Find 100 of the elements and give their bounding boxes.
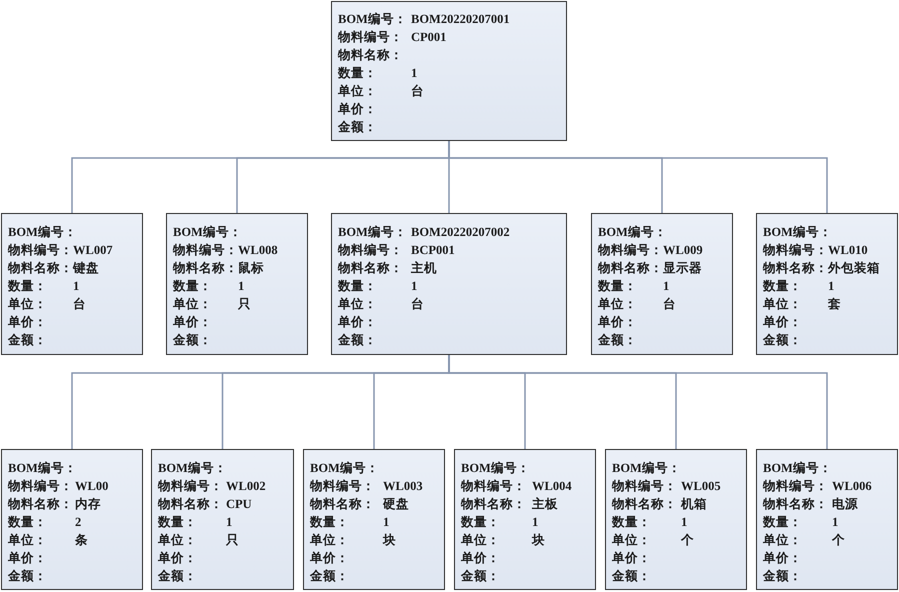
- field-label: 物料编号：: [173, 242, 238, 259]
- field-label: 物料名称：: [338, 47, 403, 64]
- field-label: 单价：: [612, 550, 651, 567]
- field-value: BOM20220207002: [411, 224, 510, 241]
- field-value: 1: [226, 514, 232, 531]
- field-label: 物料编号：: [461, 478, 526, 495]
- field-value: WL009: [663, 242, 703, 259]
- field-label: 金额：: [612, 568, 651, 585]
- field-label: BOM编号：: [173, 224, 242, 241]
- field-value: 1: [411, 278, 418, 295]
- field-label: 单位：: [338, 296, 377, 313]
- record-box: [1, 213, 143, 355]
- field-value: 块: [383, 532, 396, 549]
- field-value: 1: [383, 514, 390, 531]
- field-label: 数量：: [461, 514, 500, 531]
- field-label: 单位：: [8, 532, 47, 549]
- field-value: WL007: [73, 242, 113, 259]
- field-label: 金额：: [8, 568, 47, 585]
- field-value: 内存: [75, 496, 101, 513]
- field-value: 主板: [532, 496, 558, 513]
- field-label: 数量：: [8, 514, 47, 531]
- field-label: 物料编号：: [763, 242, 828, 259]
- field-value: CPU: [226, 496, 252, 513]
- field-value: 1: [832, 514, 838, 531]
- field-label: 物料编号：: [338, 242, 403, 259]
- field-label: 单位：: [173, 296, 212, 313]
- field-label: 金额：: [461, 568, 500, 585]
- field-label: 物料名称：: [173, 260, 238, 277]
- field-value: 鼠标: [238, 260, 264, 277]
- field-label: 单价：: [763, 314, 802, 331]
- field-label: BOM编号：: [763, 460, 832, 477]
- field-label: BOM编号：: [598, 224, 667, 241]
- field-value: 1: [532, 514, 538, 531]
- field-value: WL008: [238, 242, 278, 259]
- field-label: 物料名称：: [763, 260, 828, 277]
- field-value: WL010: [828, 242, 868, 259]
- field-label: 物料名称：: [598, 260, 663, 277]
- field-value: 机箱: [681, 496, 707, 513]
- field-label: 数量：: [310, 514, 349, 531]
- field-value: 外包装箱: [828, 260, 880, 277]
- field-value: 个: [832, 532, 845, 549]
- field-label: 数量：: [763, 278, 802, 295]
- field-value: BCP001: [411, 242, 455, 259]
- field-label: 物料名称：: [8, 496, 73, 513]
- field-label: 单位：: [338, 83, 377, 100]
- field-label: 物料编号：: [763, 478, 828, 495]
- field-value: 块: [532, 532, 545, 549]
- field-value: WL00: [75, 478, 108, 495]
- field-label: 物料名称：: [158, 496, 223, 513]
- field-label: 数量：: [598, 278, 637, 295]
- field-value: 1: [73, 278, 80, 295]
- field-label: BOM编号：: [310, 460, 379, 477]
- field-label: BOM编号：: [8, 224, 77, 241]
- field-value: 显示器: [663, 260, 702, 277]
- field-label: 金额：: [158, 568, 197, 585]
- field-value: 键盘: [73, 260, 99, 277]
- field-label: BOM编号：: [158, 460, 227, 477]
- record-box: [166, 213, 308, 355]
- field-value: WL005: [681, 478, 721, 495]
- field-label: 物料名称：: [612, 496, 677, 513]
- field-value: WL003: [383, 478, 423, 495]
- field-label: 金额：: [173, 332, 212, 349]
- field-value: BOM20220207001: [411, 11, 510, 28]
- field-label: 物料编号：: [338, 29, 403, 46]
- field-label: 数量：: [612, 514, 651, 531]
- field-value: 电源: [832, 496, 858, 513]
- field-label: 金额：: [763, 568, 802, 585]
- field-label: 单价：: [461, 550, 500, 567]
- field-value: 硬盘: [383, 496, 409, 513]
- field-label: 单价：: [763, 550, 802, 567]
- field-label: 单位：: [598, 296, 637, 313]
- field-label: 单价：: [598, 314, 637, 331]
- field-label: 物料编号：: [598, 242, 663, 259]
- field-label: 数量：: [763, 514, 802, 531]
- field-label: 金额：: [338, 119, 377, 136]
- field-label: 单位：: [8, 296, 47, 313]
- record-box: [331, 1, 567, 141]
- field-label: 单价：: [338, 101, 377, 118]
- field-value: 1: [238, 278, 244, 295]
- field-label: 单价：: [8, 314, 47, 331]
- field-value: 1: [828, 278, 834, 295]
- field-label: BOM编号：: [338, 11, 407, 28]
- field-label: 物料编号：: [310, 478, 375, 495]
- field-label: 单价：: [8, 550, 47, 567]
- field-value: 台: [411, 296, 424, 313]
- field-label: 数量：: [338, 278, 377, 295]
- field-value: WL006: [832, 478, 872, 495]
- field-label: 金额：: [338, 332, 377, 349]
- field-label: 数量：: [338, 65, 377, 82]
- field-label: 金额：: [763, 332, 802, 349]
- field-value: WL004: [532, 478, 572, 495]
- record-box: [151, 449, 294, 590]
- record-box: [454, 449, 596, 590]
- record-box: [1, 449, 143, 590]
- field-label: 单价：: [310, 550, 349, 567]
- field-label: 数量：: [8, 278, 47, 295]
- field-label: 金额：: [598, 332, 637, 349]
- field-value: 1: [663, 278, 670, 295]
- record-box: [331, 213, 567, 355]
- field-value: 台: [73, 296, 86, 313]
